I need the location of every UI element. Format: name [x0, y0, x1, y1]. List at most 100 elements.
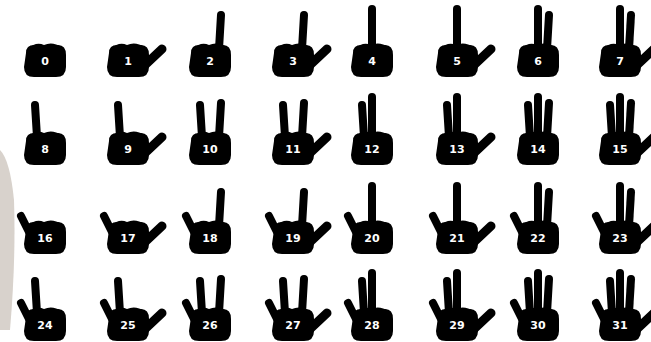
knuckles [603, 220, 637, 230]
number-label: 16 [24, 231, 66, 247]
number-label: 22 [517, 231, 559, 247]
hand-shape [14, 91, 84, 167]
hand-shape [97, 91, 167, 167]
knuckles [521, 43, 555, 53]
hand-silhouette: 26 [179, 267, 249, 342]
number-label: 10 [189, 142, 231, 158]
hand-shape [507, 3, 577, 79]
knuckles [440, 131, 474, 141]
hand-silhouette: 21 [426, 180, 496, 256]
hand-silhouette: 24 [14, 267, 84, 342]
hand-silhouette: 1 [97, 3, 167, 79]
knuckles [28, 43, 62, 53]
knuckles [276, 307, 310, 317]
finger [453, 9, 461, 47]
knuckles [193, 131, 227, 141]
number-label: 17 [107, 231, 149, 247]
finger [453, 97, 461, 135]
hand-shape [97, 3, 167, 79]
finger [616, 97, 624, 135]
finger [453, 273, 461, 311]
hand-silhouette: 19 [262, 180, 332, 256]
number-label: 1 [107, 54, 149, 70]
finger [368, 186, 376, 224]
finger [368, 9, 376, 47]
knuckles [440, 307, 474, 317]
knuckles [193, 307, 227, 317]
number-label: 26 [189, 318, 231, 334]
number-label: 12 [351, 142, 393, 158]
knuckles [276, 220, 310, 230]
knuckles [28, 307, 62, 317]
knuckles [355, 131, 389, 141]
hand-silhouette: 9 [97, 91, 167, 167]
knuckles [111, 131, 145, 141]
number-label: 3 [272, 54, 314, 70]
number-label: 15 [599, 142, 641, 158]
hand-silhouette: 17 [97, 180, 167, 256]
number-label: 30 [517, 318, 559, 334]
hand-silhouette: 3 [262, 3, 332, 79]
number-label: 6 [517, 54, 559, 70]
number-label: 23 [599, 231, 641, 247]
knuckles [521, 131, 555, 141]
finger [616, 9, 624, 47]
hand-silhouette: 12 [341, 91, 411, 167]
knuckles [276, 43, 310, 53]
finger [534, 97, 542, 135]
knuckles [355, 220, 389, 230]
hand-silhouette: 27 [262, 267, 332, 342]
number-label: 24 [24, 318, 66, 334]
number-label: 19 [272, 231, 314, 247]
knuckles [111, 43, 145, 53]
knuckles [440, 43, 474, 53]
hand-silhouette: 0 [14, 3, 84, 79]
number-label: 0 [24, 54, 66, 70]
knuckles [111, 220, 145, 230]
hand-shape [341, 3, 411, 79]
hand-silhouette: 25 [97, 267, 167, 342]
knuckles [603, 131, 637, 141]
number-label: 27 [272, 318, 314, 334]
hand-silhouette: 13 [426, 91, 496, 167]
finger [368, 273, 376, 311]
hand-silhouette: 15 [589, 91, 651, 167]
hand-silhouette: 16 [14, 180, 84, 256]
number-label: 9 [107, 142, 149, 158]
knuckles [276, 131, 310, 141]
number-label: 14 [517, 142, 559, 158]
hand-silhouette: 23 [589, 180, 651, 256]
hand-silhouette: 18 [179, 180, 249, 256]
finger [534, 9, 542, 47]
hand-shape [426, 3, 496, 79]
number-label: 4 [351, 54, 393, 70]
knuckles [355, 307, 389, 317]
finger [616, 273, 624, 311]
number-label: 5 [436, 54, 478, 70]
hand-silhouette: 10 [179, 91, 249, 167]
number-label: 2 [189, 54, 231, 70]
number-label: 18 [189, 231, 231, 247]
number-label: 13 [436, 142, 478, 158]
hand-silhouette: 22 [507, 180, 577, 256]
number-label: 21 [436, 231, 478, 247]
finger [453, 186, 461, 224]
number-label: 7 [599, 54, 641, 70]
finger [534, 186, 542, 224]
knuckles [521, 307, 555, 317]
photo-fragment [0, 150, 15, 330]
hand-silhouette: 29 [426, 267, 496, 342]
hand-silhouette: 28 [341, 267, 411, 342]
knuckles [603, 307, 637, 317]
knuckles [603, 43, 637, 53]
number-label: 8 [24, 142, 66, 158]
hand-silhouette: 8 [14, 91, 84, 167]
hand-silhouette: 7 [589, 3, 651, 79]
hand-silhouette: 14 [507, 91, 577, 167]
number-label: 31 [599, 318, 641, 334]
number-label: 20 [351, 231, 393, 247]
hand-silhouette: 30 [507, 267, 577, 342]
knuckles [193, 43, 227, 53]
hand-silhouette: 6 [507, 3, 577, 79]
finger [368, 97, 376, 135]
